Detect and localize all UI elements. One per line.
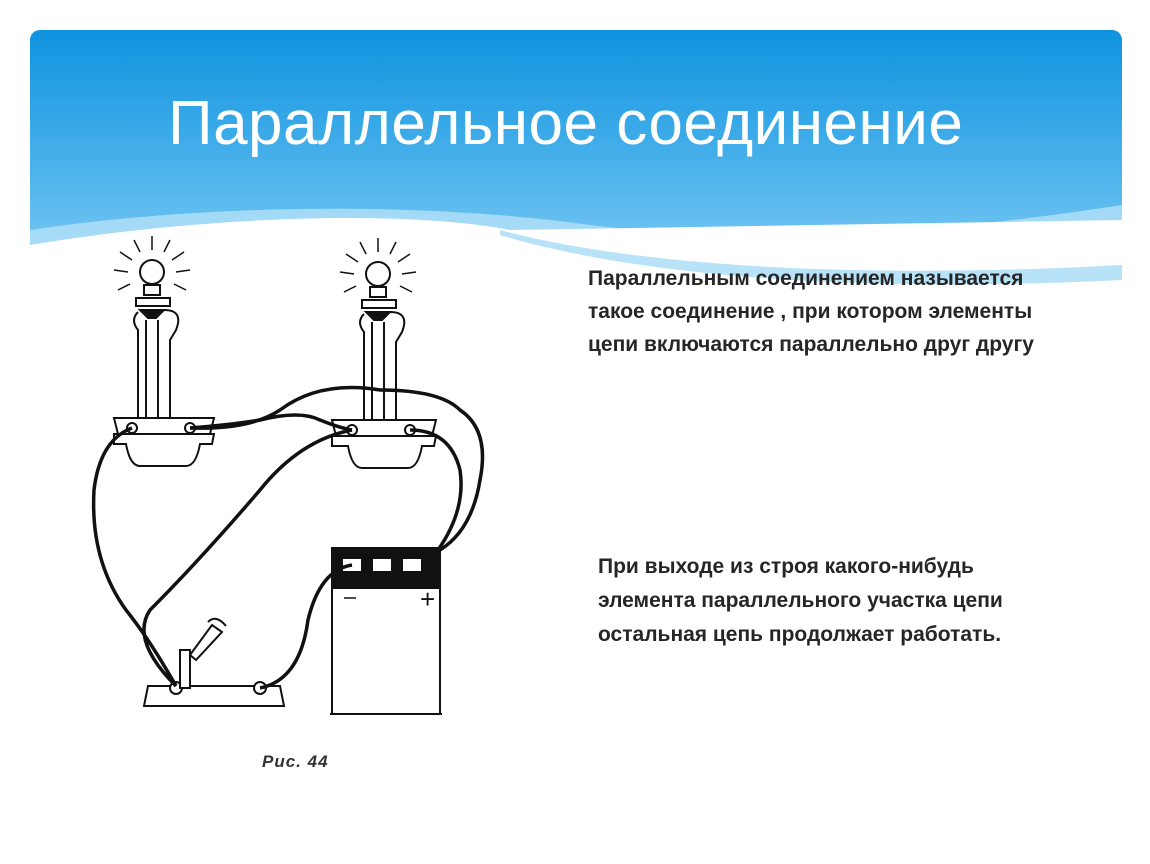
lamp-1-base: [112, 417, 216, 467]
note-text: При выходе из строя какого-нибудь элемен…: [598, 555, 1003, 646]
lamp-1: [133, 259, 180, 425]
figure-caption: Рис. 44: [262, 752, 329, 771]
circuit-wires: [91, 385, 485, 690]
header-banner: [30, 30, 1122, 300]
battery: [330, 547, 442, 715]
lamp-2: [359, 261, 406, 428]
lamp-1-rays: [113, 236, 191, 291]
header-background: [30, 30, 1122, 300]
battery-plus-label: +: [420, 584, 435, 614]
lamp-2-rays: [339, 238, 417, 293]
knife-switch: [142, 617, 286, 707]
parallel-circuit-diagram: +: [91, 236, 485, 715]
slide-title: Параллельное соединение: [168, 89, 964, 158]
definition-text: Параллельным соединением называется тако…: [588, 267, 1034, 356]
lamp-2-base: [330, 419, 438, 469]
